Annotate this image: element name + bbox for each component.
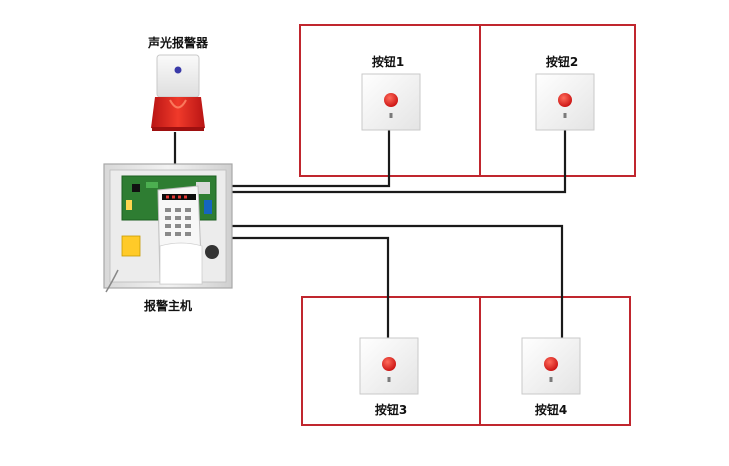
button2-device — [535, 73, 595, 131]
button3-device — [359, 337, 419, 395]
emergency-button-icon — [521, 337, 581, 395]
button4-label: 按钮4 — [535, 402, 567, 417]
alarm-host-icon — [103, 163, 233, 293]
wire-button2 — [230, 130, 567, 194]
button1-label: 按钮1 — [372, 54, 404, 69]
siren-icon — [151, 54, 205, 131]
wiring — [173, 130, 567, 338]
wire-button4 — [230, 224, 564, 338]
zone-bottom — [301, 296, 631, 426]
zone-bottom-right — [479, 296, 631, 426]
button3-label: 按钮3 — [375, 402, 407, 417]
wire-button3 — [230, 236, 390, 338]
zone-top-right — [479, 24, 636, 177]
button4-device — [521, 337, 581, 395]
emergency-button-icon — [361, 73, 421, 131]
wire-button1 — [230, 130, 391, 188]
button1-device — [361, 73, 421, 131]
button2-label: 按钮2 — [546, 54, 578, 69]
emergency-button-icon — [535, 73, 595, 131]
siren-label: 声光报警器 — [147, 35, 209, 50]
host-label: 报警主机 — [144, 298, 192, 313]
emergency-button-icon — [359, 337, 419, 395]
